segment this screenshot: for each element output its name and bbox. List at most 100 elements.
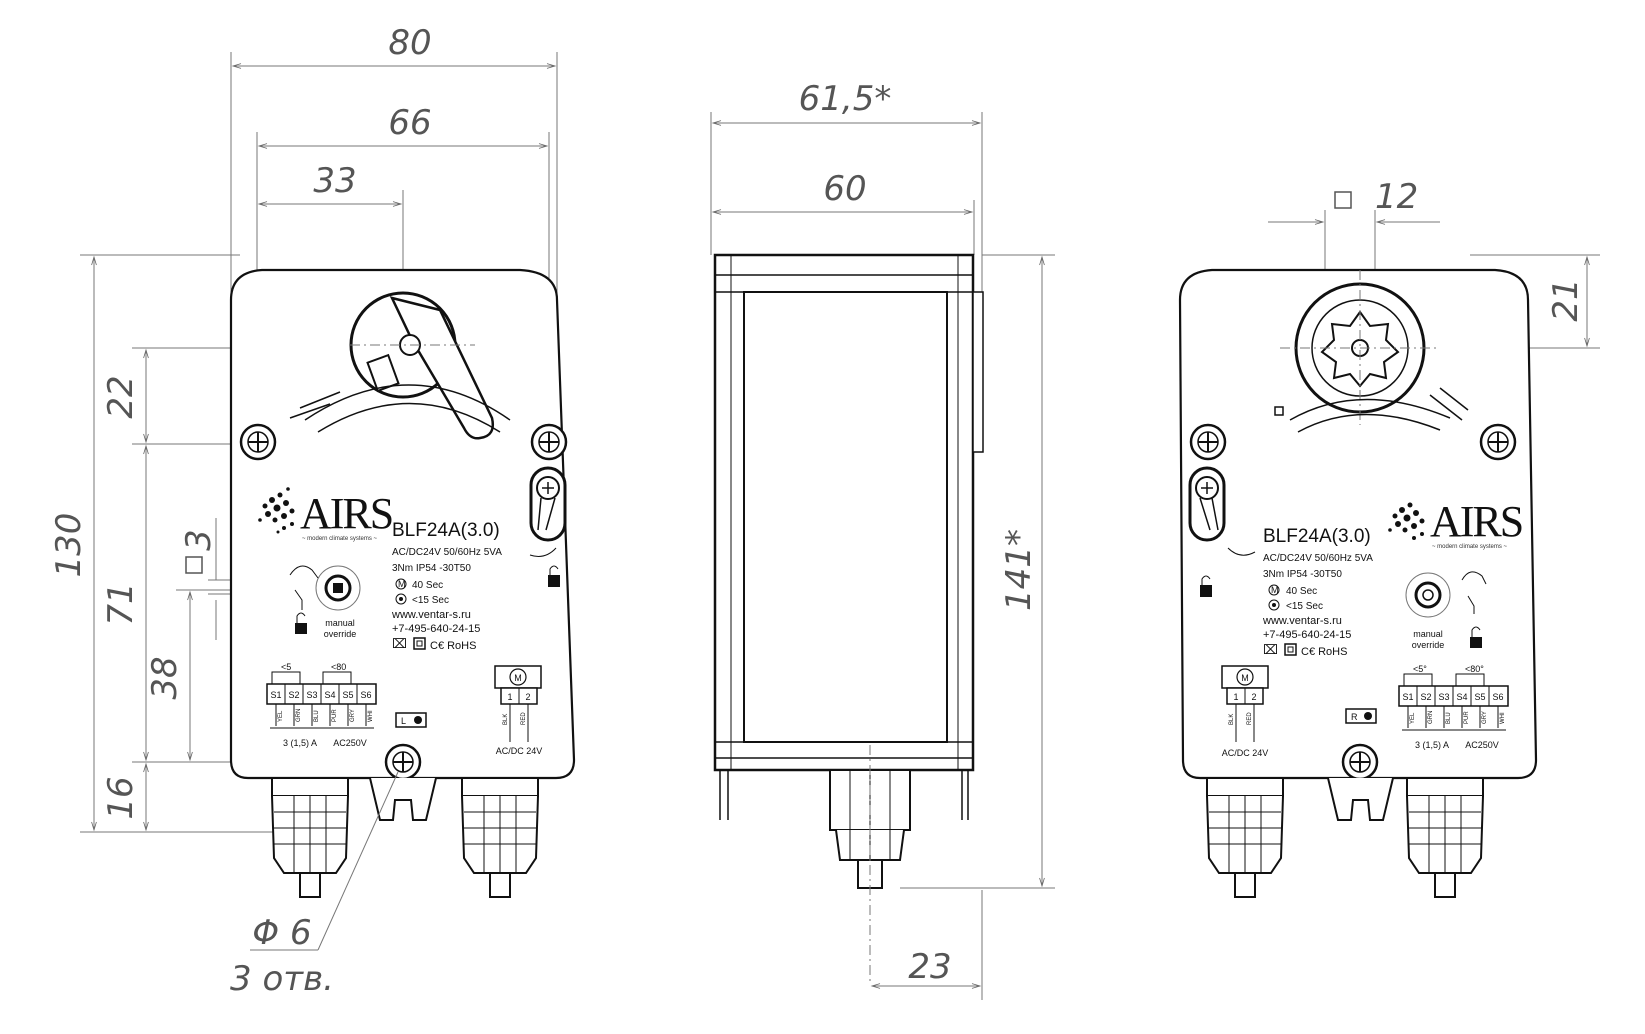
- svg-text:<5: <5: [281, 662, 291, 672]
- terminal-block-switch-right: <5° <80° S1 S2 S3 S4 S5 S6 YEL GRN BLU P…: [1398, 664, 1509, 750]
- dim-61-5: 61,5*: [799, 79, 892, 119]
- side-view: 61,5* 60 141* 23: [710, 79, 1055, 1000]
- svg-text:YEL: YEL: [278, 710, 284, 722]
- svg-text:1: 1: [507, 692, 512, 702]
- svg-text:S2: S2: [288, 690, 299, 700]
- svg-text:M: M: [1241, 673, 1249, 683]
- svg-text:M: M: [514, 673, 522, 683]
- weee-icon: ⌧: [392, 637, 407, 652]
- svg-text:BLU: BLU: [1446, 712, 1452, 724]
- terminal-block-switch: <5 <80 S1 S2 S3 S4 S5 S6 YEL GRN BLU PUR…: [266, 662, 377, 748]
- dim-square-12: 12: [1375, 177, 1418, 217]
- svg-text:AIRS: AIRS: [300, 489, 392, 538]
- actuator-housing: [229, 268, 576, 780]
- front-view-right: 12 21: [1178, 177, 1600, 898]
- weee-icon-right: ⌧: [1263, 643, 1278, 658]
- dim-66: 66: [388, 103, 431, 143]
- svg-text:AC/DC 24V: AC/DC 24V: [1222, 748, 1269, 758]
- phone-right: +7-495-640-24-15: [1263, 629, 1351, 641]
- dim-21: 21: [1546, 278, 1586, 321]
- power-spec-right: AC/DC24V 50/60Hz 5VA: [1263, 553, 1373, 564]
- dim-60: 60: [823, 169, 866, 209]
- brand-logo: AIRS ~ modern climate systems ~: [258, 487, 394, 542]
- svg-text:<80: <80: [331, 662, 346, 672]
- svg-text:WHI: WHI: [368, 710, 374, 722]
- svg-text:AC/DC 24V: AC/DC 24V: [496, 746, 543, 756]
- torque-spec-right: 3Nm IP54 -30T50: [1263, 569, 1342, 580]
- ce-rohs-mark-right: C€ RoHS: [1301, 646, 1347, 658]
- svg-text:BLK: BLK: [1229, 714, 1235, 725]
- svg-text:~ modern climate systems ~: ~ modern climate systems ~: [1432, 544, 1508, 550]
- svg-text:2: 2: [525, 692, 530, 702]
- svg-text:S4: S4: [1456, 692, 1467, 702]
- terminal-block-motor: M 1 2 BLK RED AC/DC 24V: [494, 665, 543, 756]
- svg-text:S3: S3: [1438, 692, 1449, 702]
- svg-text:3 (1,5) A: 3 (1,5) A: [283, 738, 317, 748]
- ce-rohs-mark: C€ RoHS: [430, 640, 476, 652]
- model-name-right: BLF24A(3.0): [1263, 526, 1371, 547]
- hole-count: 3 отв.: [230, 959, 334, 999]
- lock-icon: [548, 575, 560, 587]
- override-label-right: override: [1412, 640, 1445, 650]
- svg-text:BLK: BLK: [503, 714, 509, 725]
- svg-text:S1: S1: [1402, 692, 1413, 702]
- terminal-block-motor-right: M 1 2 BLK RED AC/DC 24V: [1221, 665, 1269, 758]
- svg-text:YEL: YEL: [1410, 712, 1416, 724]
- svg-text:AIRS: AIRS: [1430, 497, 1522, 546]
- svg-text:S1: S1: [270, 690, 281, 700]
- svg-text:GRN: GRN: [1428, 711, 1434, 724]
- svg-text:M: M: [398, 579, 406, 589]
- dim-38: 38: [145, 656, 185, 699]
- unlock-icon-right: [1470, 637, 1482, 648]
- phone: +7-495-640-24-15: [392, 623, 480, 635]
- svg-text:2: 2: [1251, 692, 1256, 702]
- svg-text:AC250V: AC250V: [333, 738, 367, 748]
- spring-time-right: <15 Sec: [1286, 601, 1323, 612]
- dim-71: 71: [101, 582, 141, 625]
- dim-22: 22: [101, 375, 141, 418]
- motor-icon: [395, 578, 407, 590]
- svg-text:S3: S3: [306, 690, 317, 700]
- svg-text:R: R: [1351, 712, 1358, 722]
- svg-text:GRY: GRY: [350, 709, 356, 722]
- svg-text:<5°: <5°: [1413, 664, 1427, 674]
- hand-icon-right: [1461, 571, 1487, 585]
- dim-23: 23: [908, 947, 951, 987]
- actuator-housing-right: [1178, 268, 1538, 780]
- double-insulation-icon: [413, 637, 426, 650]
- svg-text:S2: S2: [1420, 692, 1431, 702]
- dim-16: 16: [101, 776, 141, 819]
- svg-text:M: M: [1271, 585, 1279, 595]
- dim-33: 33: [313, 161, 356, 201]
- dim-130: 130: [49, 513, 89, 578]
- svg-text:GRN: GRN: [296, 709, 302, 722]
- svg-text:S5: S5: [342, 690, 353, 700]
- spring-icon: [395, 593, 407, 605]
- svg-text:S6: S6: [1492, 692, 1503, 702]
- website-right: www.ventar-s.ru: [1262, 615, 1342, 627]
- power-spec: AC/DC24V 50/60Hz 5VA: [392, 547, 502, 558]
- dim-141: 141*: [999, 529, 1039, 611]
- hole-diameter: Φ 6: [252, 913, 311, 953]
- svg-text:PUR: PUR: [332, 709, 338, 722]
- svg-text:AC250V: AC250V: [1465, 740, 1499, 750]
- svg-text:WHI: WHI: [1500, 712, 1506, 724]
- spring-icon-right: [1268, 599, 1280, 611]
- svg-text:S6: S6: [360, 690, 371, 700]
- torque-spec: 3Nm IP54 -30T50: [392, 563, 471, 574]
- square-symbol-icon-right: [1334, 191, 1352, 209]
- manual-handle: [389, 296, 494, 440]
- model-name: BLF24A(3.0): [392, 520, 500, 541]
- svg-text:1: 1: [1233, 692, 1238, 702]
- brand-logo-right: AIRS ~ modern climate systems ~: [1388, 497, 1524, 550]
- svg-text:S4: S4: [324, 690, 335, 700]
- svg-text:RED: RED: [1247, 712, 1253, 725]
- dim-square-3: 3: [179, 529, 219, 551]
- svg-text:PUR: PUR: [1464, 711, 1470, 724]
- svg-text:L: L: [401, 716, 406, 726]
- motor-time-right: 40 Sec: [1286, 586, 1317, 597]
- motor-icon-right: [1268, 584, 1280, 596]
- manual-label: manual: [325, 618, 355, 628]
- svg-text:BLU: BLU: [314, 710, 320, 722]
- svg-text:<80°: <80°: [1465, 664, 1484, 674]
